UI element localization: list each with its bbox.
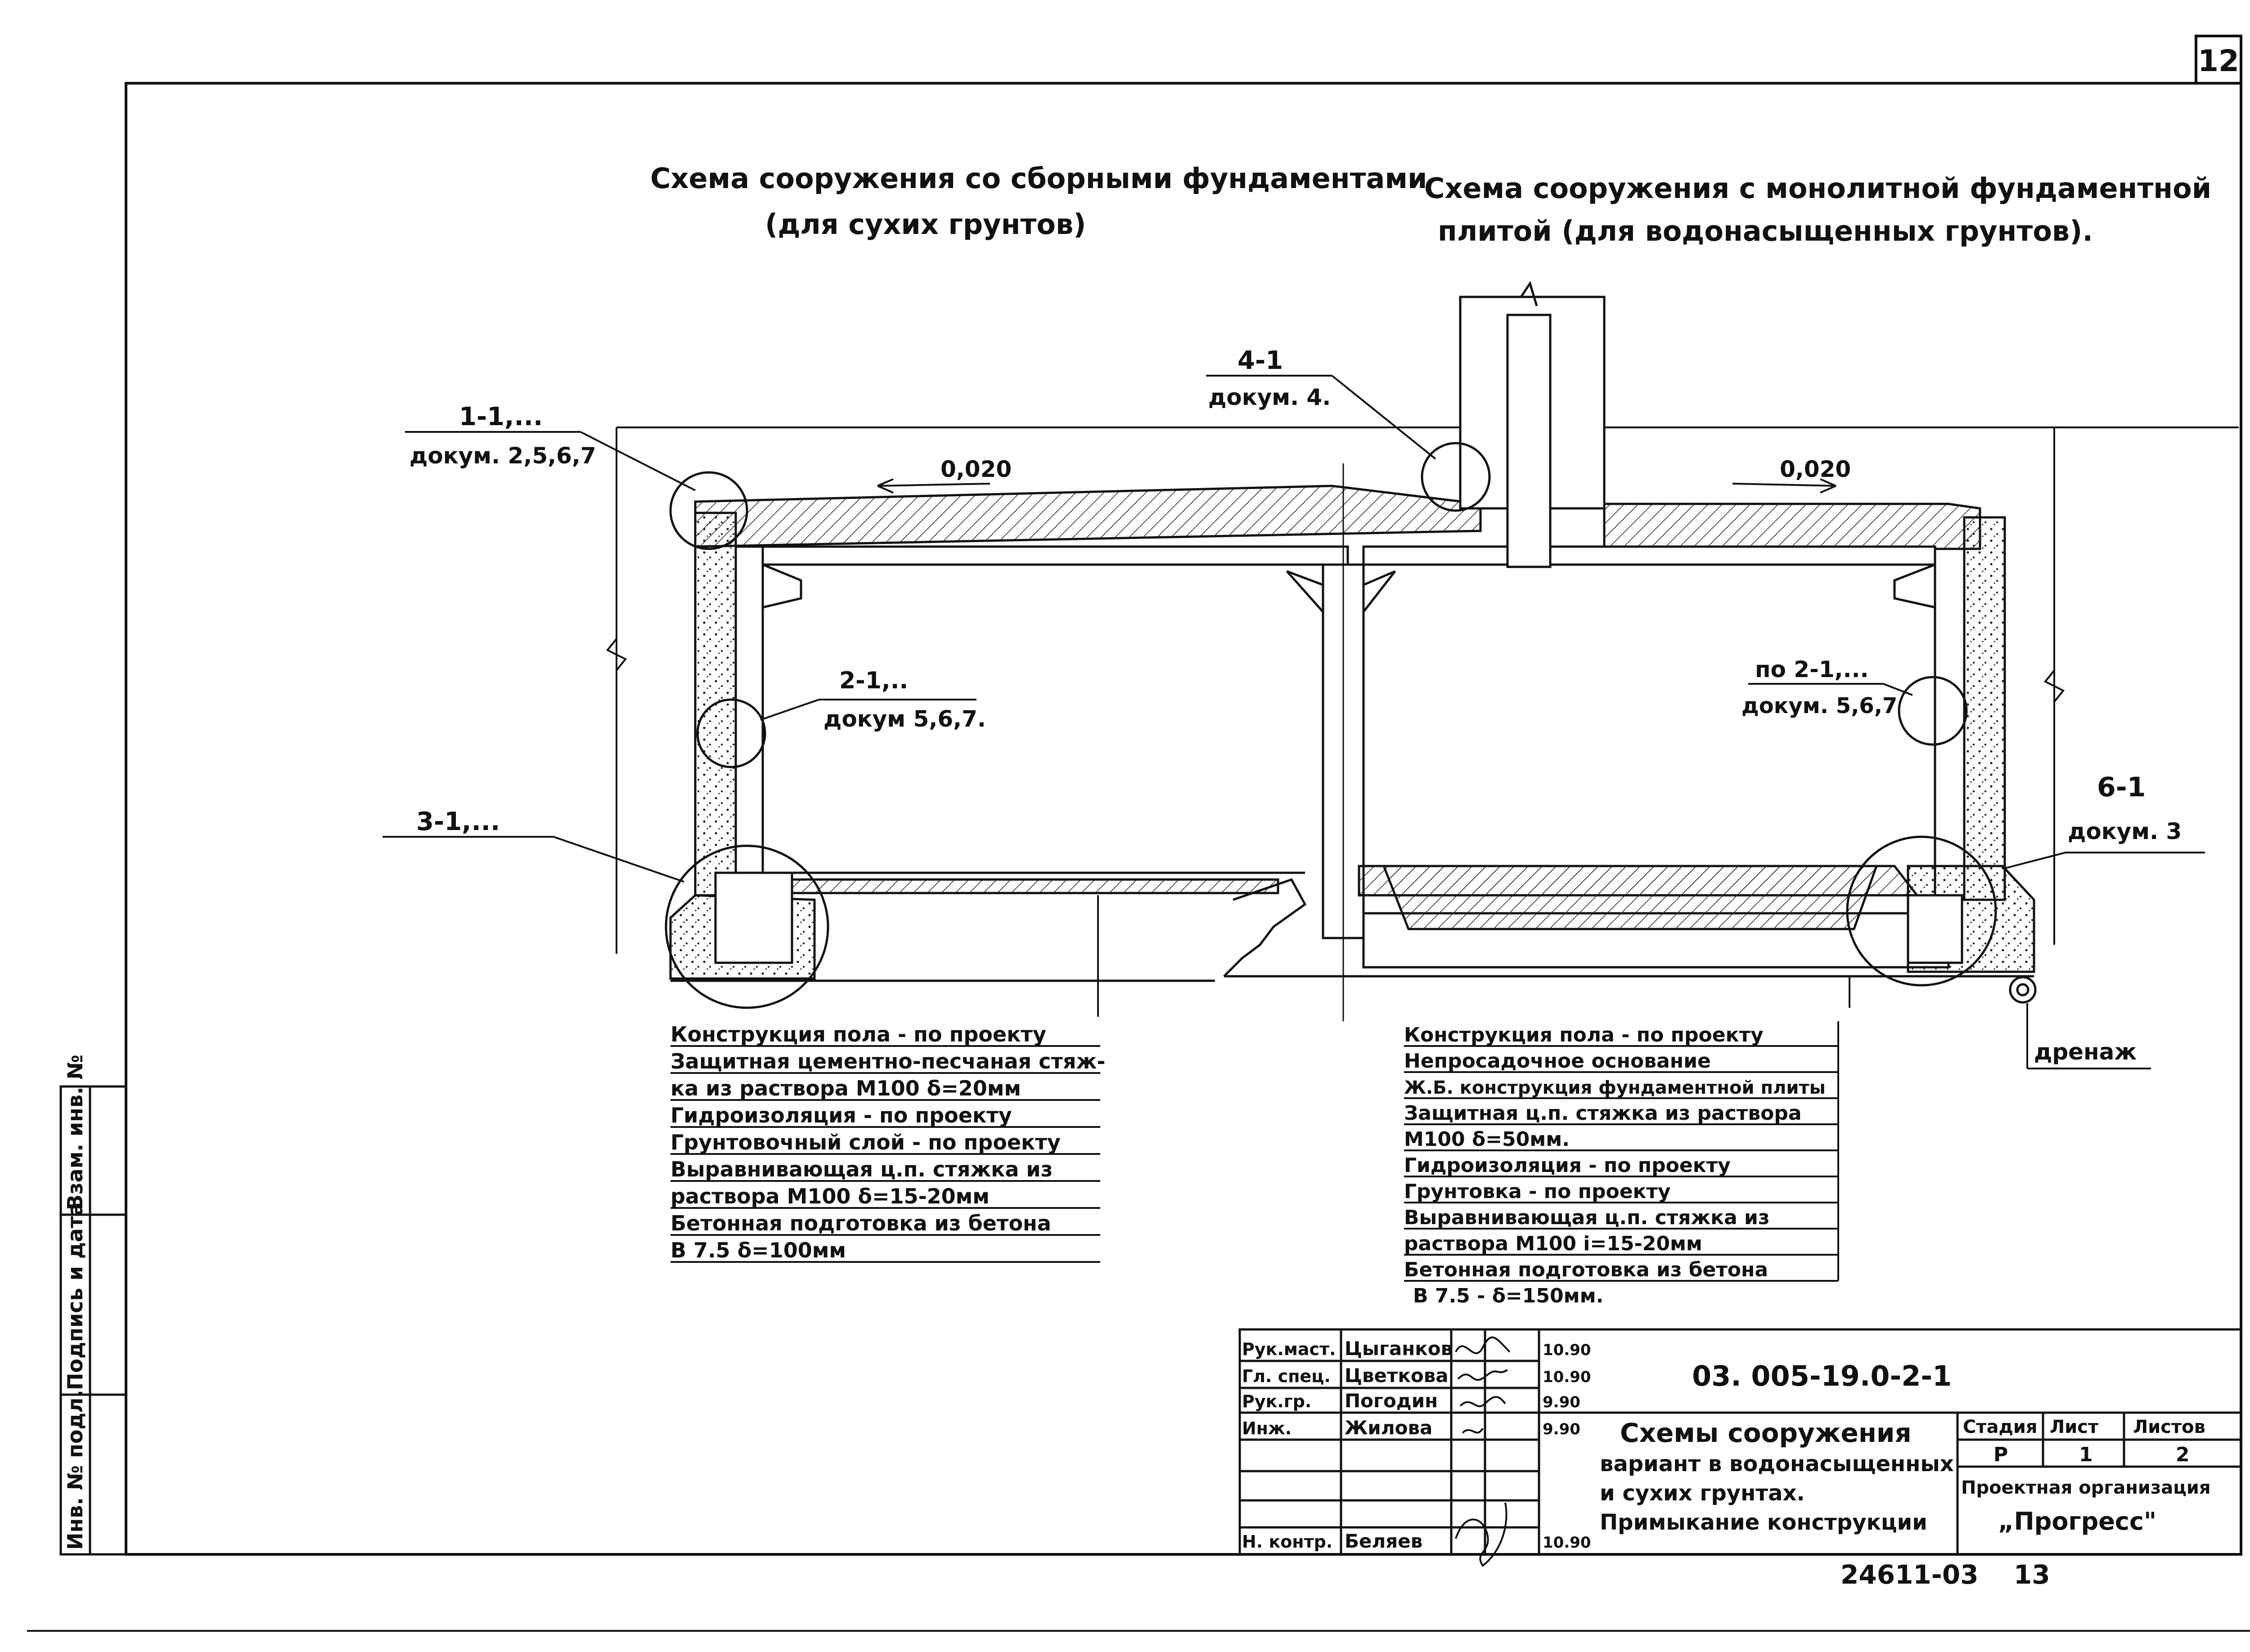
ground-lines: [606, 426, 2239, 954]
tb-desc-3: и сухих грунтах.: [1600, 1481, 1805, 1506]
floor-right-line-7: Выравнивающая ц.п. стяжка из: [1404, 1206, 1769, 1229]
floor-right-line-5: Гидроизоляция - по проекту: [1404, 1154, 1731, 1177]
callout-6-1-bottom: докум. 3: [2068, 818, 2182, 844]
signatures: [1455, 1336, 1511, 1567]
title-right-line1: Схема сооружения с монолитной фундаментн…: [1424, 172, 2211, 205]
callout-6-1-top: 6-1: [2097, 772, 2146, 803]
callout-po-2-1-top: по 2-1,...: [1755, 656, 1869, 682]
tb-sheet: 1: [2079, 1443, 2093, 1466]
tb-date-3: 9.90: [1543, 1420, 1580, 1438]
floor-notes-left: [670, 1045, 1100, 1263]
title-right-line2: плитой (для водонасыщенных грунтов).: [1438, 215, 2093, 247]
tb-role-2: Рук.гр.: [1242, 1392, 1311, 1411]
callout-po-2-1-bottom: докум. 5,6,7: [1742, 693, 1897, 718]
floor-left-line-8: В 7.5 δ=100мм: [670, 1238, 846, 1262]
callout-2-1-top: 2-1,..: [839, 667, 908, 694]
doc-code: 03. 005-19.0-2-1: [1692, 1360, 1952, 1392]
title-left-line1: Схема сооружения со сборными фундаментам…: [650, 162, 1427, 195]
floor-left-line-5: Выравнивающая ц.п. стяжка из: [670, 1157, 1053, 1181]
tb-date-6: 10.90: [1543, 1534, 1591, 1552]
callout-1-1-top: 1-1,...: [459, 402, 543, 431]
tb-stage-label: Стадия: [1963, 1417, 2038, 1437]
side-stamp-inv-no: Инв. № подл.: [63, 1390, 87, 1550]
tb-name-0: Цыганков: [1345, 1338, 1453, 1360]
tb-role-0: Рук.маст.: [1242, 1339, 1336, 1359]
floor-right-line-9: Бетонная подготовка из бетона: [1404, 1258, 1768, 1281]
title-block: [1238, 1328, 2242, 1556]
floor-left-line-4: Грунтовочный слой - по проекту: [670, 1130, 1061, 1154]
tb-stage: Р: [1994, 1443, 2008, 1466]
structure: [669, 281, 2037, 1021]
tb-sheet-label: Лист: [2050, 1417, 2099, 1437]
floor-left-line-3: Гидроизоляция - по проекту: [670, 1103, 1012, 1127]
footer-page: 13: [2014, 1559, 2050, 1590]
detail-circles: [665, 442, 1997, 1009]
floor-right-line-1: Непросадочное основание: [1404, 1050, 1711, 1073]
callout-2-1-bottom: докум 5,6,7.: [824, 706, 986, 732]
tb-date-2: 9.90: [1543, 1393, 1580, 1411]
side-stamp-replaced-inv: Взам. инв. №: [63, 1055, 87, 1210]
title-left-line2: (для сухих грунтов): [765, 208, 1086, 241]
floor-left-line-7: Бетонная подготовка из бетона: [670, 1211, 1051, 1235]
tb-desc-2: вариант в водонасыщенных: [1600, 1451, 1954, 1477]
tb-date-1: 10.90: [1543, 1368, 1591, 1386]
side-stamp-signature-date: Подпись и дата: [63, 1202, 87, 1390]
tb-desc-1: Схемы сооружения: [1620, 1418, 1912, 1448]
footer-code: 24611-03: [1840, 1559, 1979, 1590]
tb-role-3: Инж.: [1242, 1419, 1292, 1438]
floor-right-line-10: В 7.5 - δ=150мм.: [1413, 1284, 1603, 1307]
callout-leaders: [382, 375, 2205, 1069]
tb-sheets: 2: [2176, 1443, 2190, 1466]
tb-name-3: Жилова: [1345, 1417, 1432, 1439]
tb-name-1: Цветкова: [1345, 1365, 1449, 1387]
floor-right-line-3: Защитная ц.п. стяжка из раствора: [1404, 1102, 1802, 1125]
tb-org-2: „Прогресс": [1998, 1507, 2156, 1535]
floor-left-line-6: раствора М100 δ=15-20мм: [670, 1184, 990, 1208]
side-stamp: [59, 1085, 127, 1556]
tb-org-1: Проектная организация: [1961, 1477, 2211, 1498]
floor-notes-right: [1404, 1021, 1839, 1282]
floor-right-line-4: М100 δ=50мм.: [1404, 1128, 1570, 1151]
tb-name-2: Погодин: [1345, 1390, 1438, 1412]
tb-sheets-label: Листов: [2133, 1417, 2205, 1437]
floor-right-line-0: Конструкция пола - по проекту: [1404, 1024, 1764, 1046]
sheet-frame: [27, 35, 2250, 1632]
floor-left-line-2: ка из раствора М100 δ=20мм: [670, 1076, 1021, 1100]
slope-arrows: [877, 478, 1836, 494]
slope-right: 0,020: [1780, 456, 1851, 482]
tb-desc-4: Примыкание конструкции: [1600, 1510, 1927, 1535]
drain-label: дренаж: [2034, 1039, 2137, 1065]
callout-4-1-top: 4-1: [1238, 346, 1283, 375]
slope-left: 0,020: [940, 456, 1012, 482]
floor-right-line-6: Грунтовка - по проекту: [1404, 1180, 1671, 1203]
floor-left-line-0: Конструкция пола - по проекту: [670, 1022, 1046, 1046]
callout-4-1-bottom: докум. 4.: [1208, 384, 1331, 410]
tb-role-1: Гл. спец.: [1242, 1366, 1331, 1386]
callout-3-1: 3-1,...: [416, 807, 500, 836]
tb-name-6: Беляев: [1345, 1530, 1422, 1552]
tb-role-6: Н. контр.: [1242, 1532, 1332, 1552]
sheet-number: 12: [2198, 44, 2239, 78]
callout-1-1-bottom: докум. 2,5,6,7: [410, 443, 596, 469]
floor-right-line-8: раствора М100 i=15-20мм: [1404, 1232, 1702, 1255]
tb-date-0: 10.90: [1543, 1341, 1591, 1359]
floor-left-line-1: Защитная цементно-песчаная стяж-: [670, 1049, 1105, 1073]
floor-right-line-2: Ж.Б. конструкция фундаментной плиты: [1404, 1077, 1826, 1098]
